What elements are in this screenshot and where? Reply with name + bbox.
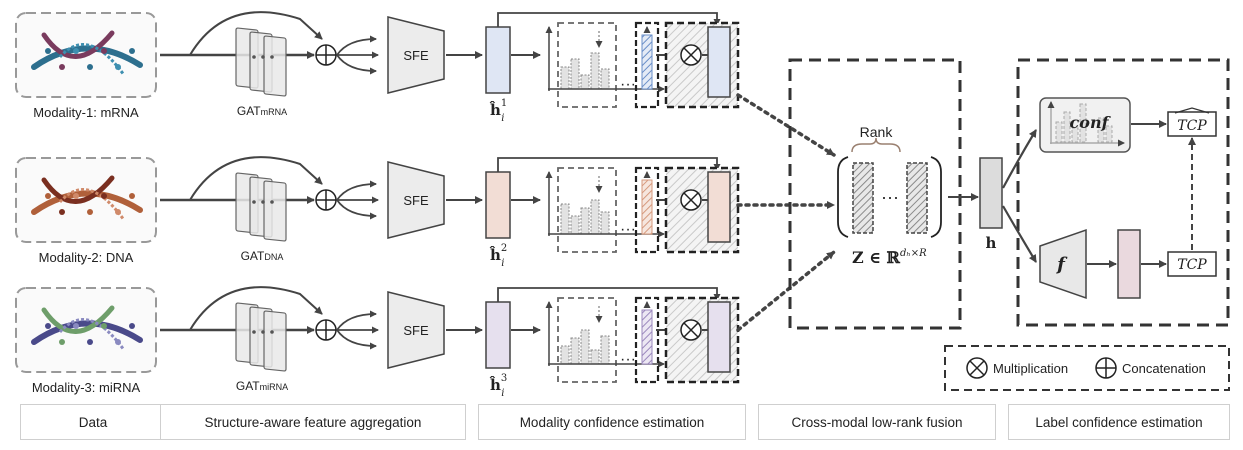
conf-label: conf: [1070, 113, 1112, 132]
fusion-input-arrow: [736, 250, 836, 332]
conf-histogram: [1055, 103, 1113, 143]
confidence-histogram: ···: [545, 296, 665, 384]
sfe-label: SFE: [403, 48, 429, 63]
gat-label: GATDNA: [241, 249, 284, 263]
modality-label: Modality-1: mRNA: [33, 105, 139, 120]
rank-brace: [851, 137, 901, 153]
stage-label: Cross-modal low-rank fusion: [758, 404, 996, 440]
stage-label: Structure-aware feature aggregation: [160, 404, 466, 440]
gat-label: GATmRNA: [237, 104, 287, 118]
modality-feature-vector: [485, 301, 511, 369]
weighted-feature-vector: [707, 26, 731, 98]
gat-layers: [235, 27, 287, 97]
tcp-hat-box: [1167, 111, 1217, 137]
label-confidence-block: conf TCP f TCP: [1016, 58, 1230, 327]
weighted-feature-vector: [707, 171, 731, 243]
rank-vector-first: [852, 162, 874, 234]
modality-label: Modality-2: DNA: [39, 250, 134, 265]
legend-concatenation: Concatenation: [1122, 361, 1206, 376]
gat-layers: [235, 302, 287, 372]
molecule-structure-image: [31, 30, 143, 76]
stage-label: Label confidence estimation: [1008, 404, 1230, 440]
sfe-module: [387, 161, 445, 239]
molecule-structure-image: [31, 175, 143, 221]
fusion-block: Rank ··· Z ∈ ℝdₕ×R: [788, 58, 962, 330]
fused-h-block: h: [948, 129, 1037, 263]
confidence-histogram: ···: [545, 166, 665, 254]
modality-feature-vector: [485, 26, 511, 94]
rank-label: Rank: [860, 124, 894, 140]
stage-label: Modality confidence estimation: [478, 404, 746, 440]
molecule-structure-image: [31, 305, 143, 351]
matrix-right-bracket: [930, 156, 942, 238]
sfe-label: SFE: [403, 323, 429, 338]
matrix-left-bracket: [837, 156, 849, 238]
sfe-module: [387, 291, 445, 369]
confidence-histogram: ···: [545, 21, 665, 109]
tcp-label: TCP: [1177, 257, 1207, 273]
gat-label: GATmiRNA: [236, 379, 288, 393]
histogram-dots: ···: [620, 76, 636, 93]
stage-label: Data: [20, 404, 166, 440]
tcp-box: [1167, 251, 1217, 277]
rank-vector-last: [906, 162, 928, 234]
histogram-dots: ···: [620, 221, 636, 238]
tcp-hat-label: TCP: [1177, 118, 1207, 134]
fused-h-vector: [979, 157, 1003, 229]
legend: Multiplication Concatenation: [944, 345, 1230, 391]
modality-label: Modality-3: miRNA: [32, 380, 141, 395]
sfe-module: [387, 16, 445, 94]
matrix-dots: ···: [881, 187, 899, 207]
label-feature-bar: [1117, 229, 1141, 299]
legend-multiplication: Multiplication: [993, 361, 1068, 376]
f-network: [1039, 228, 1087, 300]
fused-h-label: h: [986, 234, 997, 252]
sfe-label: SFE: [403, 193, 429, 208]
histogram-dots: ···: [620, 351, 636, 368]
fusion-input-arrow: [736, 93, 836, 157]
z-formula: Z ∈ ℝdₕ×R: [852, 248, 927, 267]
modality-feature-vector: [485, 171, 511, 239]
gat-layers: [235, 172, 287, 242]
weighted-feature-vector: [707, 301, 731, 373]
